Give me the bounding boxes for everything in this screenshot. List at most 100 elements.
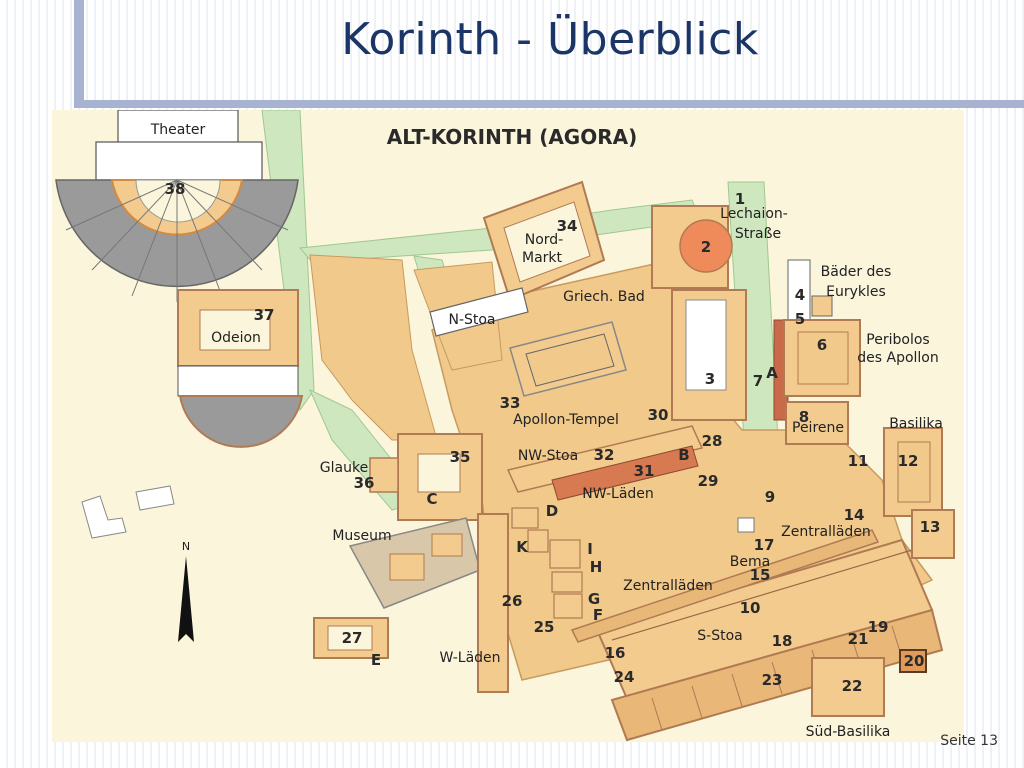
- agora-map: N ALT-KORINTH (AGORA) Theater Odeion Nor…: [52, 110, 964, 742]
- number-15: 15: [750, 566, 771, 584]
- nw-stoa: [506, 425, 704, 501]
- number-23: 23: [762, 671, 783, 689]
- label-zentrallaeden-center: Zentralläden: [623, 578, 713, 594]
- number-2: 2: [701, 238, 711, 256]
- north-arrow: N: [178, 540, 194, 642]
- number-7: 7: [753, 372, 763, 390]
- label-peribolos-1: Peribolos: [866, 332, 929, 348]
- number-32: 32: [594, 446, 615, 464]
- number-30: 30: [648, 406, 669, 424]
- peirene-building: [785, 401, 849, 445]
- label-peirene: Peirene: [792, 420, 844, 436]
- label-museum: Museum: [332, 528, 391, 544]
- number-34: 34: [557, 217, 578, 235]
- letter-f: F: [593, 606, 603, 624]
- number-17: 17: [754, 536, 775, 554]
- number-38: 38: [165, 180, 186, 198]
- label-lechaion-2: Straße: [735, 226, 781, 242]
- number-33: 33: [500, 394, 521, 412]
- number-29: 29: [698, 472, 719, 490]
- label-markt: Markt: [522, 250, 563, 266]
- central-shops: [570, 529, 880, 643]
- bema-building: [737, 517, 755, 533]
- lechaion-building: [651, 205, 733, 289]
- number-1: 1: [735, 190, 745, 208]
- number-4: 4: [795, 286, 805, 304]
- number-24: 24: [614, 668, 635, 686]
- number-35: 35: [450, 448, 471, 466]
- number-27: 27: [342, 629, 363, 647]
- label-apollon-tempel: Apollon-Tempel: [513, 412, 619, 428]
- label-nw-stoa: NW-Stoa: [518, 448, 578, 464]
- label-peribolos-2: des Apollon: [857, 350, 939, 366]
- label-s-stoa: S-Stoa: [697, 628, 742, 644]
- letter-b: B: [678, 446, 689, 464]
- w-laeden: [477, 513, 509, 693]
- number-8: 8: [799, 408, 809, 426]
- label-zentrallaeden-right: Zentralläden: [781, 524, 871, 540]
- label-odeion: Odeion: [211, 330, 261, 346]
- building-20: [899, 649, 927, 673]
- number-36: 36: [354, 474, 375, 492]
- label-w-laeden: W-Läden: [439, 650, 500, 666]
- number-25: 25: [534, 618, 555, 636]
- page-number: Seite 13: [940, 733, 998, 749]
- number-26: 26: [502, 592, 523, 610]
- peribolos: [783, 319, 861, 397]
- number-21: 21: [848, 630, 869, 648]
- letter-h: H: [590, 558, 603, 576]
- nord-markt: [482, 180, 606, 302]
- building-3: [671, 289, 747, 421]
- label-griech-bad: Griech. Bad: [563, 289, 645, 305]
- number-10: 10: [740, 599, 761, 617]
- number-19: 19: [868, 618, 889, 636]
- map-title: ALT-KORINTH (AGORA): [387, 125, 638, 149]
- outline-fragments: [81, 485, 175, 539]
- number-20: 20: [904, 652, 925, 670]
- number-16: 16: [605, 644, 626, 662]
- number-9: 9: [765, 488, 775, 506]
- apollon-tempel: [509, 321, 627, 397]
- label-n-stoa: N-Stoa: [448, 312, 495, 328]
- horizontal-accent-bar: [74, 100, 1024, 108]
- letter-e: E: [371, 651, 381, 669]
- vertical-accent-bar: [74, 0, 84, 108]
- letter-i: I: [587, 540, 593, 558]
- label-bema: Bema: [730, 554, 770, 570]
- slide-title: Korinth - Überblick: [341, 14, 759, 65]
- label-sued-basilika: Süd-Basilika: [806, 724, 891, 740]
- number-28: 28: [702, 432, 723, 450]
- label-lechaion-1: Lechaion-: [720, 206, 788, 222]
- label-nord: Nord-: [525, 232, 564, 248]
- building-35: [397, 433, 483, 521]
- letter-a: A: [766, 364, 778, 382]
- sued-basilika-building: [811, 657, 885, 717]
- number-14: 14: [844, 506, 865, 524]
- n-stoa-building: [429, 287, 529, 337]
- number-13: 13: [920, 518, 941, 536]
- number-11: 11: [848, 452, 869, 470]
- number-6: 6: [817, 336, 827, 354]
- south-stoa: [595, 538, 944, 742]
- letter-k: K: [516, 538, 529, 556]
- label-basilika: Basilika: [889, 416, 943, 432]
- theater: [55, 110, 299, 302]
- number-3: 3: [705, 370, 715, 388]
- glauke-building: [369, 457, 399, 493]
- number-31: 31: [634, 462, 655, 480]
- letter-d: D: [546, 502, 558, 520]
- building-13: [911, 509, 955, 559]
- odeion: [177, 289, 304, 448]
- number-5: 5: [795, 310, 805, 328]
- label-baeder-2: Eurykles: [826, 284, 886, 300]
- number-37: 37: [254, 306, 275, 324]
- letter-g: G: [588, 590, 600, 608]
- label-nw-laeden: NW-Läden: [582, 486, 654, 502]
- basilika: [883, 427, 943, 517]
- letter-c: C: [426, 490, 437, 508]
- number-12: 12: [898, 452, 919, 470]
- north-label: N: [182, 540, 190, 553]
- label-baeder-1: Bäder des: [821, 264, 892, 280]
- label-glauke: Glauke: [320, 460, 368, 476]
- number-18: 18: [772, 632, 793, 650]
